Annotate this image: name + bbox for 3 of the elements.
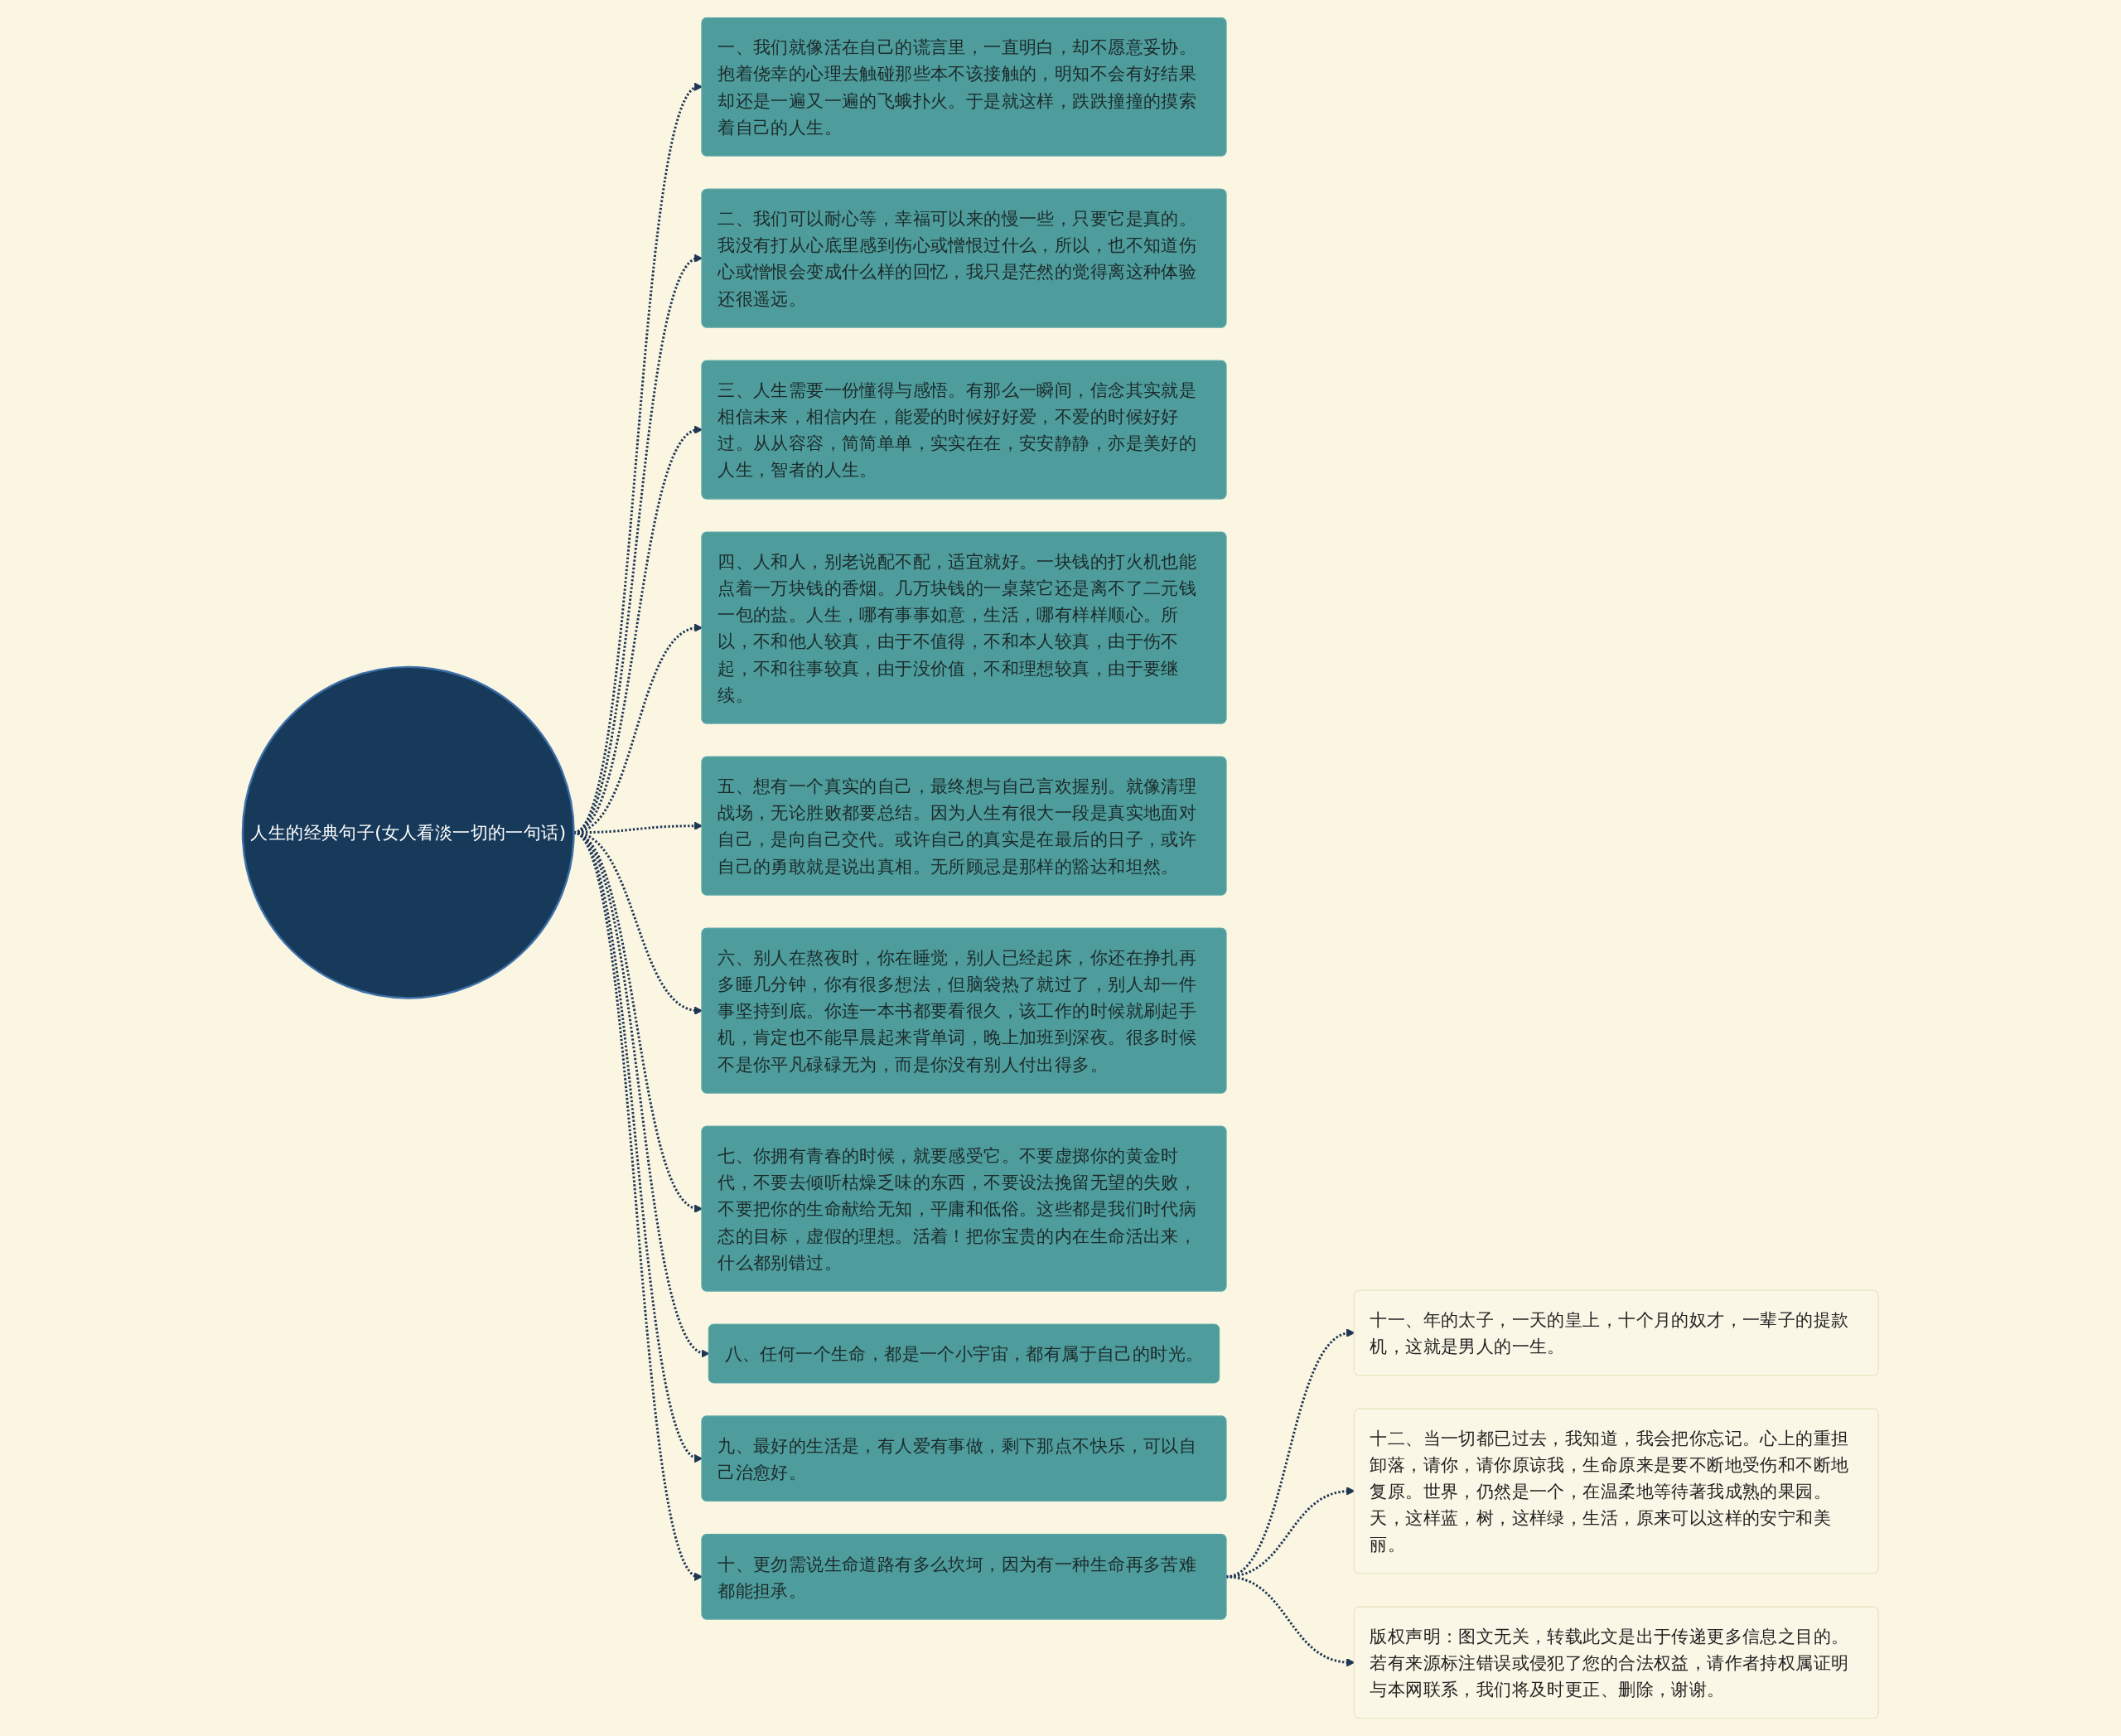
- node-circle: 人生的经典句子(女人看淡一切的一句话): [241, 665, 575, 999]
- arrow: [573, 831, 702, 1580]
- node-text: 十一、年的太子，一天的皇上，十个月的奴才，一辈子的提款机，这就是男人的一生。: [1370, 1308, 1849, 1357]
